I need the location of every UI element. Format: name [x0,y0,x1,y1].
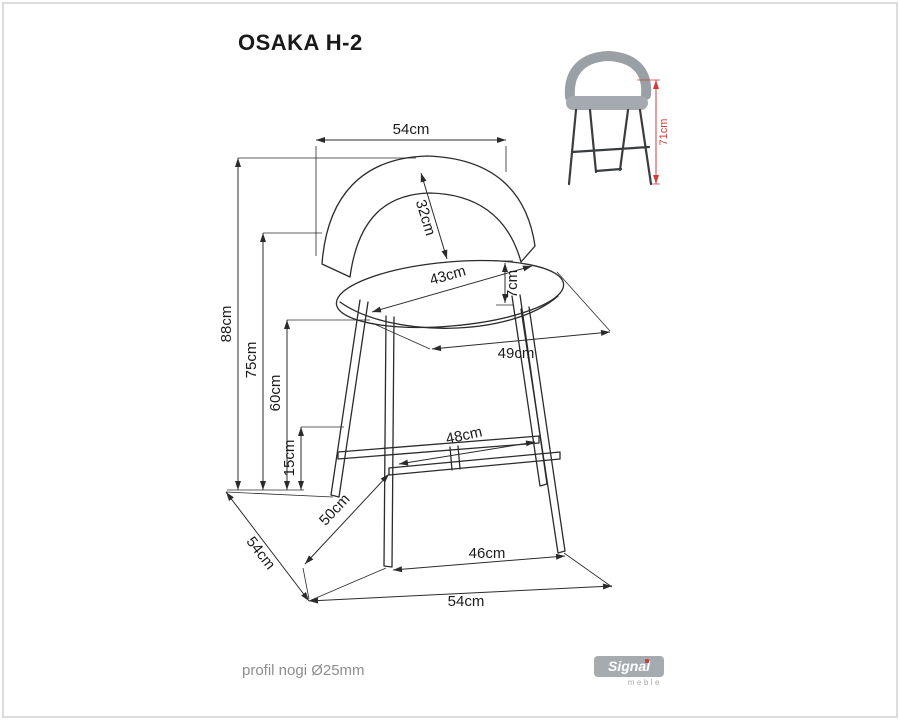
dim-label-base-width: 54cm [448,593,485,610]
seat-outline [335,259,565,329]
ext-lines [371,271,611,350]
dimension-top-width: 54cm [315,121,507,256]
brand-logo-box: Signal [594,656,664,677]
leg-profile-note: profil nogi Ø25mm [242,662,365,679]
dim-label-top-width: 54cm [393,121,430,138]
photo-backrest [564,50,652,102]
dim-label-seat-height: 75cm [243,342,260,379]
dimension-seat-height: 75cm [243,232,322,490]
dimension-underseat-height: 60cm [267,319,370,490]
brand-logo: Signal meble [594,656,664,687]
dim-line [420,172,448,260]
brand-logo-subtext: meble [627,678,662,687]
dim-label-seat-depth: 43cm [428,262,468,288]
dimension-seat-thickness: 7cm [495,260,521,306]
front-left-leg [383,315,395,568]
dim-label-photo-total-height: 71cm [658,119,670,146]
dim-label-seat-thickness: 7cm [504,270,521,298]
dim-label-total-height: 88cm [218,306,235,343]
dim-label-front-leg-span: 46cm [469,545,506,562]
dim-label-seat-width: 49cm [498,345,535,362]
dimension-front-leg-span: 46cm [392,545,566,573]
dimension-backrest-height: 32cm [412,172,448,260]
dimension-footrest-width: 48cm [398,423,536,466]
dim-line [431,329,611,352]
dimension-base-depth: 54cm [225,491,310,602]
photo-seat [566,96,648,110]
dimension-base-width: 54cm [308,583,613,610]
dim-label-footrest-height: 15cm [281,440,298,477]
page-title: OSAKA H-2 [238,30,363,55]
dim-line [398,440,536,466]
ext-lines [315,146,507,256]
dim-label-underseat-height: 60cm [267,375,284,412]
back-left-leg [330,299,369,498]
ext-lines [495,260,513,306]
dimension-total-height: 88cm [218,157,416,490]
dim-label-backrest-height: 32cm [412,198,439,238]
dim-line [225,491,310,602]
dim-label-footrest-width: 48cm [444,423,483,447]
floor-projection-lines [225,489,613,602]
product-photo: 71cm [564,50,670,186]
photo-legs [567,108,653,186]
dimension-footrest-height: 15cm [281,426,344,490]
seat-thickness-edge [339,295,559,329]
dimension-leg-span-depth: 50cm [302,473,390,600]
dimension-seat-width: 49cm [371,271,611,362]
brand-logo-red-dot [645,659,649,663]
dim-line [392,553,566,573]
brand-logo-text: Signal [607,658,650,674]
dim-line [304,473,390,565]
dim-line [308,583,613,604]
